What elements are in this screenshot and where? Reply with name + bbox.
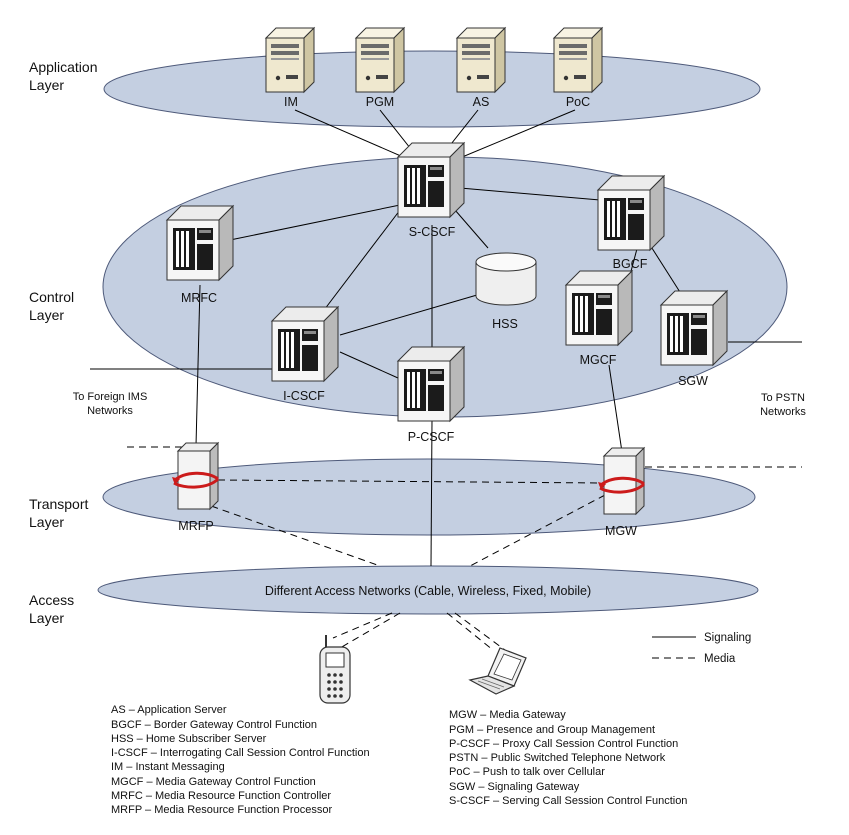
pstn-note-line2: Networks: [760, 406, 806, 418]
p-cscf-label: P-CSCF: [408, 430, 455, 444]
mgcf-node-icon: [565, 270, 633, 346]
application-layer-ellipse: [103, 50, 761, 128]
p-cscf-node-icon: [397, 346, 465, 422]
s-cscf-label: S-CSCF: [409, 225, 456, 239]
glossary-item: HSS – Home Subscriber Server: [111, 733, 267, 745]
i-cscf-node-icon: [271, 306, 339, 382]
glossary-item: MRFP – Media Resource Function Processor: [111, 804, 332, 816]
glossary-item: IM – Instant Messaging: [111, 761, 225, 773]
mgw-label: MGW: [605, 524, 637, 538]
access-networks-ellipse: [97, 565, 759, 615]
im-label: IM: [284, 95, 298, 109]
laptop-icon: [468, 647, 527, 695]
mrfc-node-icon: [166, 205, 234, 281]
glossary-item: PSTN – Public Switched Telephone Network: [449, 752, 666, 764]
mgw-node-icon: [596, 446, 646, 516]
as-label: AS: [473, 95, 490, 109]
bgcf-node-icon: [597, 175, 665, 251]
legend-media-label: Media: [704, 653, 736, 665]
glossary-item: BGCF – Border Gateway Control Function: [111, 719, 317, 731]
hss-database-icon: [475, 252, 537, 306]
poc-label: PoC: [566, 95, 590, 109]
media-links: [127, 446, 802, 659]
as-server-icon: [456, 27, 506, 93]
mgcf-label: MGCF: [580, 353, 617, 367]
mrfp-label: MRFP: [178, 519, 213, 533]
transport-layer-ellipse: [102, 458, 756, 536]
pgm-server-icon: [355, 27, 405, 93]
glossary-item: I-CSCF – Interrogating Call Session Cont…: [111, 747, 370, 759]
transport-layer-label-line1: Transport: [29, 496, 89, 512]
application-layer-label-line1: Application: [29, 59, 98, 75]
mrfc-label: MRFC: [181, 291, 217, 305]
glossary-item: P-CSCF – Proxy Call Session Control Func…: [449, 738, 678, 750]
glossary-item: MGCF – Media Gateway Control Function: [111, 776, 316, 788]
glossary-item: PoC – Push to talk over Cellular: [449, 766, 605, 778]
glossary-item: MRFC – Media Resource Function Controlle…: [111, 790, 331, 802]
access-networks-label: Different Access Networks (Cable, Wirele…: [265, 584, 591, 598]
i-cscf-label: I-CSCF: [283, 389, 325, 403]
pgm-label: PGM: [366, 95, 394, 109]
mobile-phone-icon: [319, 635, 351, 704]
control-layer-label-line2: Layer: [29, 307, 64, 323]
glossary-item: PGM – Presence and Group Management: [449, 724, 655, 736]
glossary-right: MGW – Media Gateway PGM – Presence and G…: [449, 709, 687, 807]
foreign-ims-note-line1: To Foreign IMS: [73, 391, 148, 403]
bgcf-label: BGCF: [613, 257, 648, 271]
hss-label: HSS: [492, 317, 518, 331]
sgw-label: SGW: [678, 374, 708, 388]
glossary-item: S-CSCF – Serving Call Session Control Fu…: [449, 795, 687, 807]
glossary-item: AS – Application Server: [111, 704, 227, 716]
transport-layer-label-line2: Layer: [29, 514, 64, 530]
im-server-icon: [265, 27, 315, 93]
legend-signaling-label: Signaling: [704, 632, 751, 644]
access-layer-label-line1: Access: [29, 592, 74, 608]
poc-server-icon: [553, 27, 603, 93]
s-cscf-node-icon: [397, 142, 465, 218]
access-layer-label-line2: Layer: [29, 610, 64, 626]
control-layer-label-line1: Control: [29, 289, 74, 305]
application-layer-label-line2: Layer: [29, 77, 64, 93]
foreign-ims-note-line2: Networks: [87, 405, 133, 417]
sgw-node-icon: [660, 290, 728, 366]
glossary-left: AS – Application Server BGCF – Border Ga…: [111, 704, 370, 816]
glossary-item: SGW – Signaling Gateway: [449, 781, 580, 793]
glossary-item: MGW – Media Gateway: [449, 709, 566, 721]
pstn-note-line1: To PSTN: [761, 392, 805, 404]
mrfp-node-icon: [170, 441, 220, 511]
